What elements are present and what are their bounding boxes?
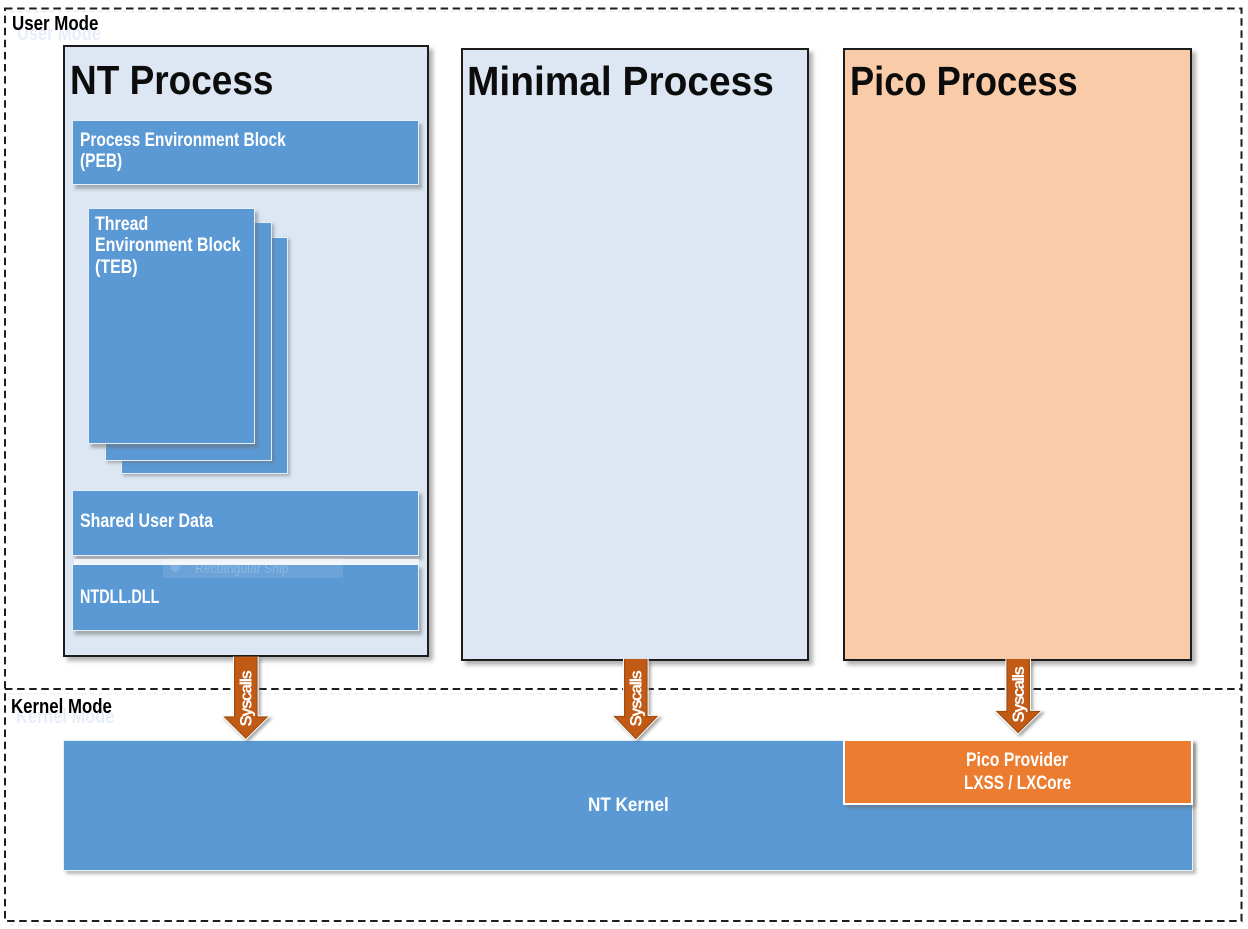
svg-text:Syscalls: Syscalls (237, 670, 256, 727)
svg-text:Syscalls: Syscalls (1009, 666, 1028, 723)
svg-text:Syscalls: Syscalls (627, 670, 646, 727)
